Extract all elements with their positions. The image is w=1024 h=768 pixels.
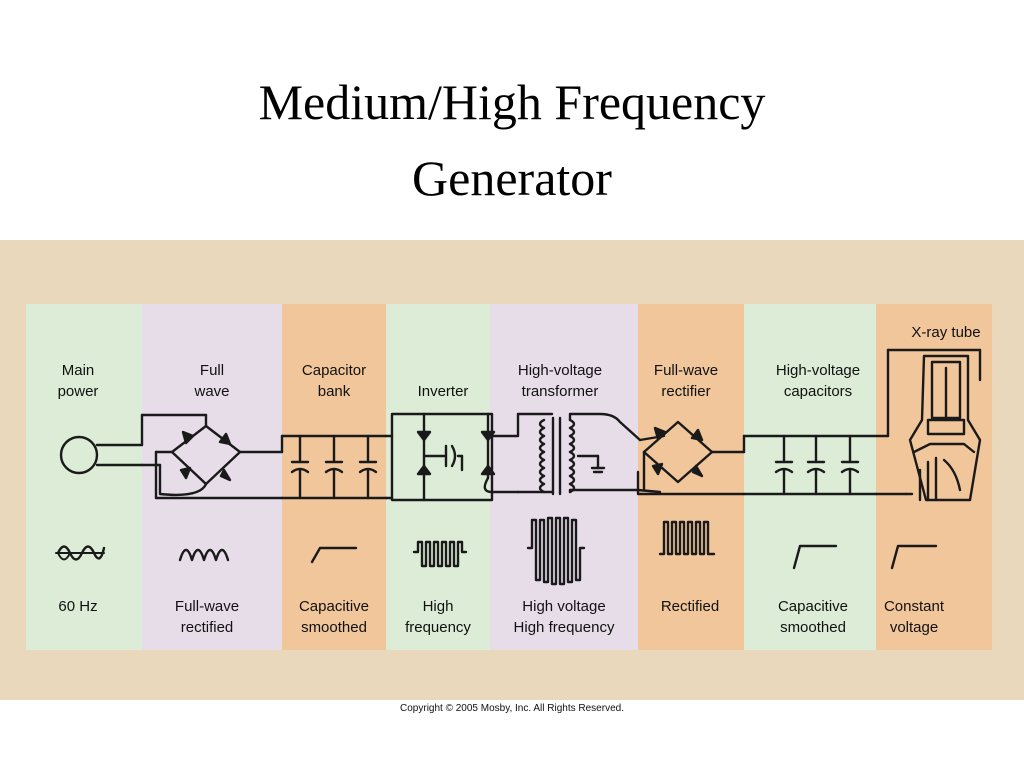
panel-main-power (26, 304, 142, 650)
waveform-high-frequency (412, 540, 468, 568)
ac-source-symbol (59, 435, 144, 475)
output-label-hv-capacitors: Capacitive smoothed (777, 598, 849, 636)
inverter-symbol (384, 412, 520, 502)
xray-tube-symbol (874, 348, 982, 502)
stage-label-capacitor-bank: Capacitor bank (301, 362, 367, 400)
waveform-hv-hf (526, 516, 586, 586)
output-label-capacitor-bank: Capacitive smoothed (298, 598, 370, 636)
output-label-fw-rectifier: Rectified (660, 598, 720, 615)
waveform-rectified (658, 520, 716, 556)
panel-hv-capacitors (744, 304, 876, 650)
output-label-xray-tube: Constant voltage (883, 598, 945, 636)
stage-label-full-wave: Full wave (194, 362, 230, 400)
output-label-inverter: High frequency (405, 598, 471, 636)
bridge-rectifier (140, 413, 284, 500)
stage-label-inverter: Inverter (417, 383, 469, 400)
stage-label-fw-rectifier: Full-wave rectifier (653, 362, 719, 400)
panel-hv-transformer (490, 304, 638, 650)
hv-bridge-rectifier (636, 420, 746, 496)
stage-label-xray-tube: X-ray tube (911, 324, 981, 341)
title-line-2: Generator (412, 150, 612, 206)
waveform-ac-sine (55, 545, 106, 561)
title-line-1: Medium/High Frequency (258, 74, 766, 130)
hv-capacitors-symbol (742, 434, 890, 496)
waveform-full-wave-rectified (178, 548, 230, 562)
waveform-capacitive-smoothed-1 (310, 546, 358, 564)
copyright-notice: Copyright © 2005 Mosby, Inc. All Rights … (400, 703, 624, 714)
hv-transformer-symbol (490, 412, 642, 496)
output-label-main-power: 60 Hz (58, 598, 98, 615)
waveform-constant-voltage (890, 544, 938, 570)
panel-inverter (386, 304, 490, 650)
stage-label-hv-capacitors: High-voltage capacitors (775, 362, 861, 400)
capacitor-bank-symbol (280, 434, 388, 500)
output-label-hv-transformer: High voltage High frequency (513, 598, 615, 636)
slide-title: Medium/High Frequency Generator (0, 64, 1024, 216)
stage-label-hv-transformer: High-voltage transformer (517, 362, 603, 400)
waveform-capacitive-smoothed-2 (792, 544, 838, 570)
stage-label-main-power: Main power (57, 362, 99, 400)
panel-fw-rectifier (638, 304, 744, 650)
output-label-full-wave: Full-wave rectified (174, 598, 240, 636)
